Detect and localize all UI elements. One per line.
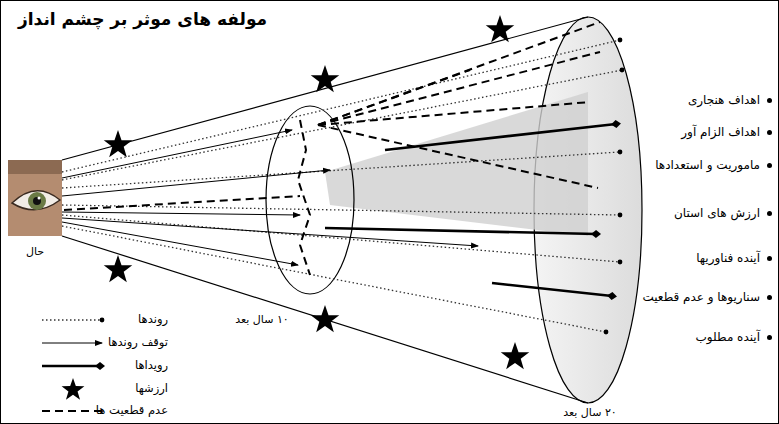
component-item: سناریوها و عدم قطعیت (640, 290, 762, 304)
bullet-dot (767, 98, 772, 103)
component-item: آینده فناوریها (694, 251, 762, 265)
legend-text: عدم قطعیت ها (96, 404, 168, 418)
component-item: آینده مطلوب (694, 330, 762, 344)
component-item: اهداف الزام آور (679, 125, 762, 139)
component-item: اهداف هنجاری (686, 93, 762, 107)
time-label: ۱۰ سال بعد (233, 313, 291, 326)
legend-text: روندها (138, 313, 168, 327)
legend-samples (42, 320, 104, 411)
component-item: ماموریت و استعدادها (653, 158, 762, 172)
component-item: ارزش های استان (672, 206, 762, 220)
bullet-dot (767, 295, 772, 300)
diagram-title: مولفه های موثر بر چشم انداز (18, 9, 267, 29)
legend-text: ارزشها (135, 382, 168, 396)
bullet-dot (767, 163, 772, 168)
legend-text: توقف روندها (108, 336, 168, 350)
bullet-dot (767, 130, 772, 135)
bullet-dot (767, 256, 772, 261)
legend-text: رویداها (135, 359, 168, 373)
bullet-dot (767, 335, 772, 340)
eye-picture (8, 160, 62, 236)
time-label: حال (24, 245, 46, 258)
time-label: ۲۰ سال بعد (561, 406, 619, 419)
bullet-dot (767, 211, 772, 216)
